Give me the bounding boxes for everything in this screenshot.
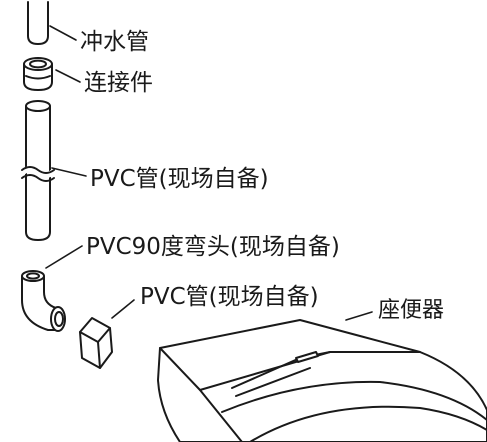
toilet-part xyxy=(157,319,487,442)
label-pvc-pipe: PVC管(现场自备) xyxy=(90,166,269,192)
label-connector: 连接件 xyxy=(84,70,153,96)
pvc-short-pipe-part xyxy=(79,317,113,369)
label-pvc-pipe-short: PVC管(现场自备) xyxy=(140,284,319,310)
leader-lines xyxy=(45,25,373,321)
leader-pvc-pipe xyxy=(51,167,87,177)
label-pvc-elbow: PVC90度弯头(现场自备) xyxy=(86,234,340,260)
flush-pipe-part xyxy=(27,1,49,45)
label-flush-pipe: 冲水管 xyxy=(80,29,149,55)
leader-pvc-short xyxy=(111,299,135,319)
leader-flush-pipe xyxy=(49,25,77,41)
pvc-elbow-part xyxy=(21,270,66,332)
label-toilet: 座便器 xyxy=(378,298,445,323)
connector-part xyxy=(23,57,53,91)
leader-pvc-elbow xyxy=(45,245,83,269)
leader-toilet xyxy=(345,311,373,321)
leader-connector xyxy=(55,69,81,83)
pvc-pipe-part xyxy=(20,100,56,241)
